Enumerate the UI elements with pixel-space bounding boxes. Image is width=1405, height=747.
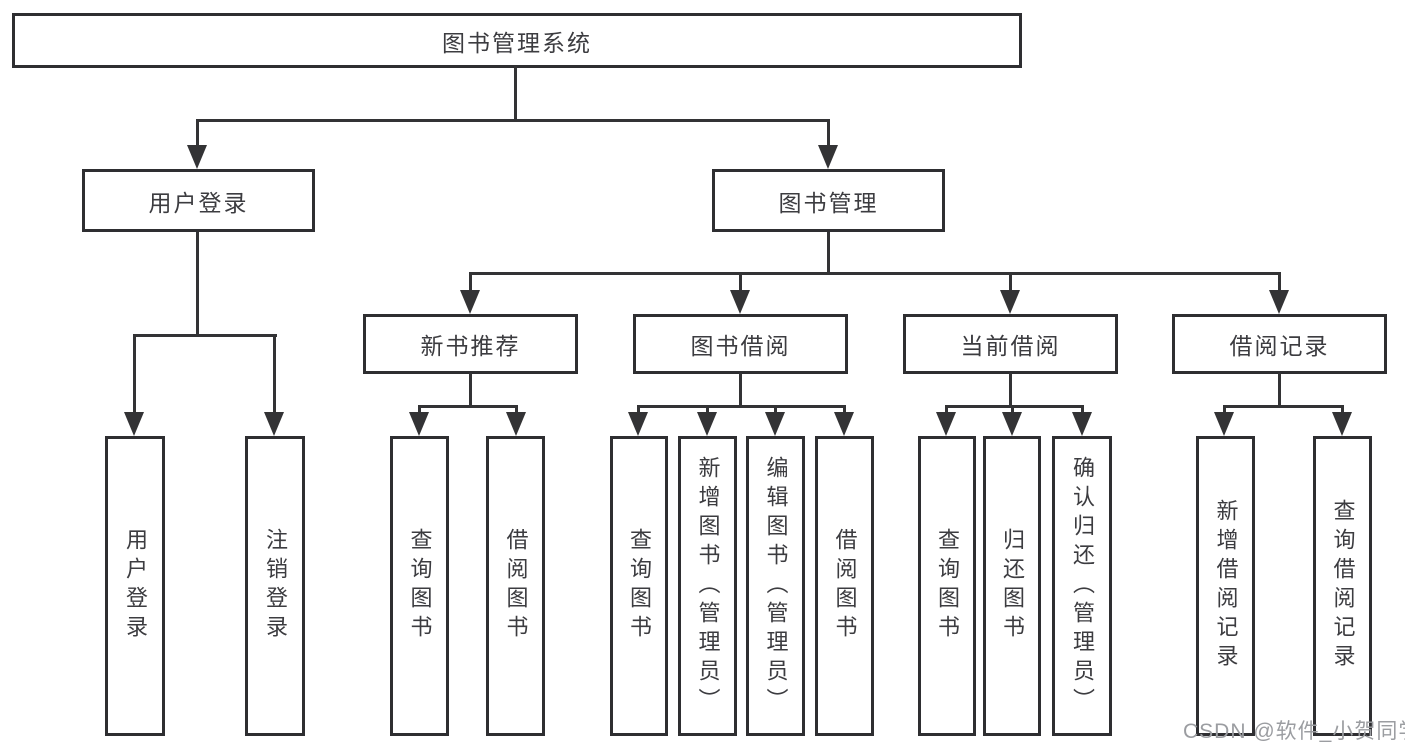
arrowhead-icon [1269,290,1289,314]
node-label: 查询图书 [935,528,960,644]
connector-book-borrowing-stem [739,373,742,407]
node-label: 图书管理 [778,189,879,216]
node-edit-books-admin: 编辑图书（管理员） [746,436,805,736]
node-user-login-leaf: 用户登录 [105,436,165,736]
arrowhead-icon [818,145,838,169]
node-label: 用户登录 [148,189,249,216]
node-cur-query-books: 查询图书 [918,436,976,736]
node-label: 用户登录 [123,528,148,644]
connector-borrowing-records-branch [1224,405,1344,408]
node-add-books-admin: 新增图书（管理员） [678,436,737,736]
node-label: 确认归还（管理员） [1070,455,1095,717]
connector-to-user-login [196,119,199,151]
node-logout: 注销登录 [245,436,305,736]
node-label: 图书管理系统 [442,29,592,56]
arrowhead-icon [697,412,717,436]
node-label: 图书借阅 [690,333,791,359]
arrowhead-icon [730,290,750,314]
connector-book-mgmt-stem [827,232,830,275]
arrowhead-icon [264,412,284,436]
node-rec-borrow-books: 借阅图书 [486,436,545,736]
arrowhead-icon [409,412,429,436]
connector-current-borrowing-branch [946,405,1084,408]
connector-leaf-stem [515,405,518,417]
connector-leaf-stem [1081,405,1084,417]
node-borrow-query-books: 查询图书 [610,436,668,736]
arrowhead-icon [1000,290,1020,314]
node-current-borrowing: 当前借阅 [903,314,1118,374]
node-book-management: 图书管理 [712,169,945,232]
connector-leaf-stem [1223,405,1226,417]
connector-leaf-stem [843,405,846,417]
arrowhead-icon [187,145,207,169]
connector-leaf-stem [637,405,640,417]
connector-root-branch [197,119,830,122]
connector-leaf-stem [1341,405,1344,417]
connector-current-borrowing-stem [1009,373,1012,407]
node-borrowing-records: 借阅记录 [1172,314,1387,374]
node-label: 查询图书 [627,528,652,644]
connector-to-borrowing-records [1278,272,1281,292]
node-query-borrow-record: 查询借阅记录 [1313,436,1372,736]
arrowhead-icon [506,412,526,436]
connector-root-stem [514,66,517,122]
node-rec-query-books: 查询图书 [390,436,449,736]
connector-to-current-borrowing [1009,272,1012,292]
arrowhead-icon [1072,412,1092,436]
node-book-borrowing: 图书借阅 [633,314,848,374]
connector-book-borrowing-branch [638,405,846,408]
node-label: 借阅图书 [832,528,858,644]
arrowhead-icon [1002,412,1022,436]
node-label: 归还图书 [1000,528,1025,644]
connector-book-mgmt-branch [469,272,1281,275]
connector-leaf-stem [418,405,421,417]
node-label: 新书推荐 [420,333,521,359]
connector-to-logout-leaf [273,334,276,414]
arrowhead-icon [460,290,480,314]
node-return-books: 归还图书 [983,436,1041,736]
arrowhead-icon [1214,412,1234,436]
connector-leaf-stem [774,405,777,417]
arrowhead-icon [936,412,956,436]
node-label: 编辑图书（管理员） [763,455,789,717]
arrowhead-icon [124,412,144,436]
node-user-login: 用户登录 [82,169,315,232]
node-label: 新增图书（管理员） [695,455,721,717]
node-label: 当前借阅 [960,333,1061,359]
node-confirm-return-admin: 确认归还（管理员） [1052,436,1112,736]
arrowhead-icon [834,412,854,436]
connector-to-login-leaf [133,334,136,414]
connector-to-book-management [827,119,830,151]
connector-to-new-book-rec [469,272,472,292]
connector-user-login-branch [134,334,277,337]
connector-leaf-stem [945,405,948,417]
node-label: 新增借阅记录 [1213,499,1239,673]
connector-borrowing-records-stem [1278,373,1281,407]
node-library-management-system: 图书管理系统 [12,13,1022,68]
node-label: 借阅记录 [1229,333,1330,359]
connector-to-book-borrowing [739,272,742,292]
connector-leaf-stem [1011,405,1014,417]
arrowhead-icon [628,412,648,436]
node-label: 注销登录 [263,528,288,644]
connector-new-book-rec-stem [469,373,472,407]
csdn-watermark: CSDN @软件_小贺同学 [1183,720,1405,743]
node-borrow-books: 借阅图书 [815,436,874,736]
node-label: 查询借阅记录 [1330,499,1356,673]
connector-new-book-rec-branch [419,405,518,408]
arrowhead-icon [1332,412,1352,436]
arrowhead-icon [765,412,785,436]
node-add-borrow-record: 新增借阅记录 [1196,436,1255,736]
connector-user-login-stem [196,232,199,335]
node-label: 借阅图书 [503,528,529,644]
connector-leaf-stem [706,405,709,417]
node-label: 查询图书 [407,528,433,644]
node-new-book-recommendation: 新书推荐 [363,314,578,374]
